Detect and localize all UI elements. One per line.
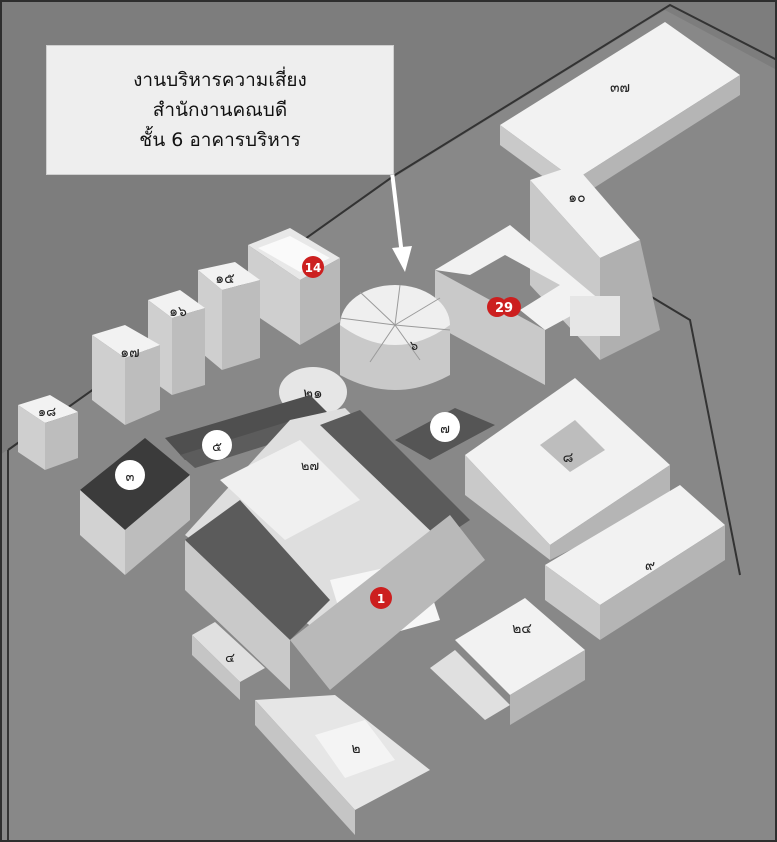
building-17[interactable]: ๑๗ bbox=[92, 325, 160, 425]
building-9[interactable]: ๙ bbox=[545, 485, 725, 640]
building-2-label: ๒ bbox=[351, 741, 360, 757]
building-1-label: 1 bbox=[377, 592, 385, 606]
building-29[interactable]: 29 bbox=[435, 225, 620, 385]
callout-line-1: งานบริหารความเสี่ยง bbox=[133, 69, 307, 91]
callout-arrow bbox=[390, 171, 412, 272]
building-37-label: ๓๗ bbox=[610, 80, 630, 96]
building-18-label: ๑๘ bbox=[38, 405, 56, 420]
building-29-marker-b bbox=[501, 297, 521, 317]
building-9-label: ๙ bbox=[645, 558, 655, 574]
parking-5-label: ๕ bbox=[212, 440, 222, 455]
building-4[interactable]: ๔ bbox=[192, 622, 265, 700]
building-4-label: ๔ bbox=[225, 651, 235, 666]
building-29-label: 29 bbox=[495, 301, 513, 316]
building-8[interactable]: ๘ bbox=[465, 378, 670, 560]
building-14-marker bbox=[302, 256, 324, 278]
building-18[interactable]: ๑๘ bbox=[18, 395, 78, 470]
building-16-label: ๑๖ bbox=[169, 304, 187, 320]
callout-line-3: ชั้น 6 อาคารบริหาร bbox=[139, 129, 301, 151]
building-24-label: ๒๔ bbox=[512, 621, 532, 637]
building-1[interactable]: ๒๗ 1 bbox=[185, 408, 485, 690]
building-15-label: ๑๕ bbox=[215, 271, 234, 287]
campus-boundary-right bbox=[639, 289, 741, 576]
building-14-label: 14 bbox=[305, 261, 322, 275]
building-14[interactable]: 14 bbox=[248, 228, 340, 345]
parking-7-label: ๗ bbox=[440, 422, 450, 437]
building-1-marker bbox=[370, 587, 392, 609]
building-10-label: ๑๐ bbox=[568, 190, 585, 206]
building-3-label: ๓ bbox=[126, 470, 135, 485]
building-29-marker-a bbox=[487, 297, 507, 317]
building-17-label: ๑๗ bbox=[120, 345, 139, 361]
building-6[interactable]: ๖ bbox=[339, 284, 451, 390]
building-37[interactable]: ๓๗ bbox=[500, 22, 740, 200]
building-3[interactable]: ๓ bbox=[80, 438, 190, 575]
building-27-label: ๒๗ bbox=[301, 459, 319, 474]
callout-line-2: สำนักงานคณบดี bbox=[152, 99, 288, 121]
building-2[interactable]: ๒ bbox=[255, 695, 430, 835]
building-24[interactable]: ๒๔ bbox=[430, 598, 585, 725]
building-15[interactable]: ๑๕ bbox=[198, 262, 260, 370]
parking-7[interactable]: ๗ bbox=[395, 408, 495, 460]
building-8-label: ๘ bbox=[563, 450, 574, 466]
building-6-label: ๖ bbox=[410, 339, 418, 354]
location-callout: งานบริหารความเสี่ยง สำนักงานคณบดี ชั้น 6… bbox=[46, 45, 394, 175]
